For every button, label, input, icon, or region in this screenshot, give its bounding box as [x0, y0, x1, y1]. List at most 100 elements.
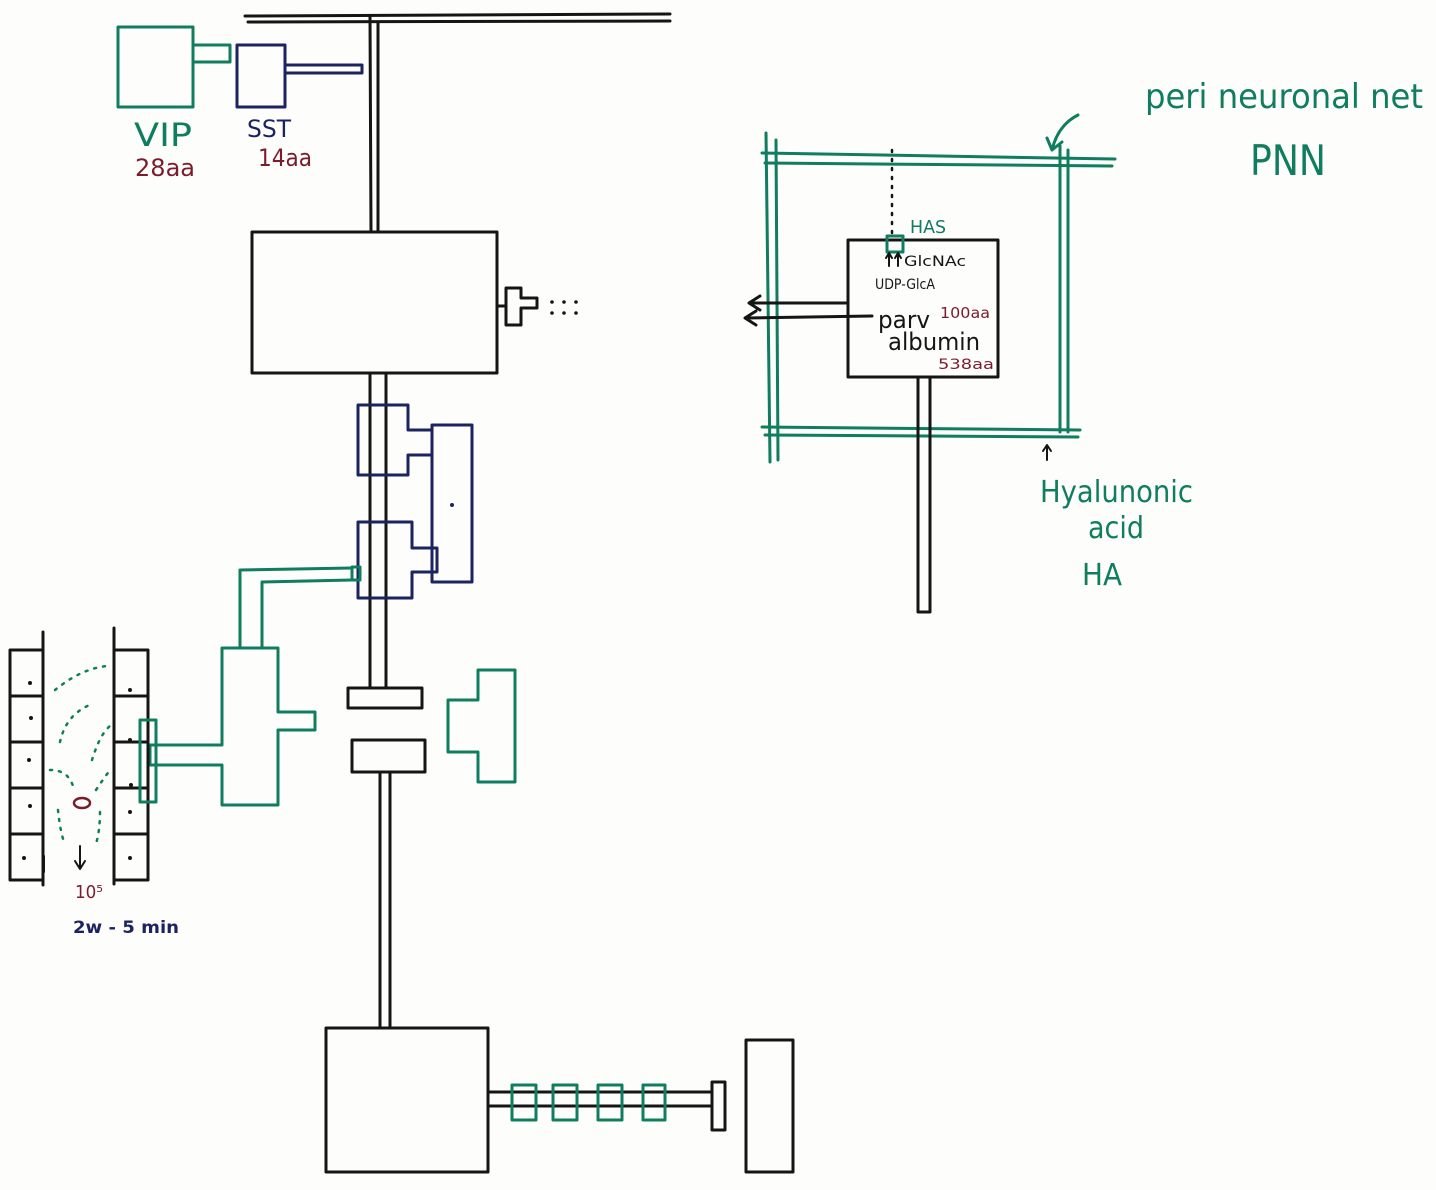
has-enzyme-square	[885, 234, 905, 254]
soma-side-connector	[495, 286, 539, 327]
nucleus-dot	[129, 783, 133, 787]
contact-point	[350, 565, 362, 582]
vessel-cell-wall	[8, 626, 158, 887]
sst-label: SST	[247, 115, 291, 143]
release-time: 2w - 5 min	[73, 918, 179, 938]
albumin-length: 538aa	[938, 357, 994, 373]
pnn-abbr: PNN	[1250, 136, 1326, 185]
arc	[58, 702, 94, 744]
cell	[112, 740, 150, 790]
pnn-pointer-arrow-icon	[1045, 113, 1080, 152]
arc	[48, 768, 76, 792]
cell	[8, 786, 45, 836]
dot	[562, 311, 566, 315]
top-vertical-axon	[368, 15, 380, 234]
nucleus-dot	[128, 856, 132, 860]
arc	[94, 768, 112, 792]
output-arrows-icon	[743, 294, 874, 327]
glcnac-label: GlcNAc	[904, 254, 966, 270]
pv-axon	[916, 375, 932, 614]
arc	[53, 664, 110, 692]
release-arrows	[43, 845, 115, 873]
ha-line1: Hyalunonic	[1040, 475, 1193, 510]
pv-soma-box	[846, 238, 1000, 379]
myelin-segment	[641, 1083, 667, 1122]
glial-cross-shape	[148, 646, 317, 807]
ellipsis-dots	[550, 300, 578, 315]
ha-abbr: HA	[1082, 558, 1122, 593]
glial-connector-line	[238, 566, 354, 650]
top-membrane	[243, 12, 672, 234]
vip-box	[116, 25, 195, 109]
synapse	[346, 686, 427, 1030]
vip-label: VIP	[134, 116, 192, 154]
cell	[8, 694, 45, 744]
axon-terminals-navy	[356, 403, 474, 600]
main-axon	[368, 371, 388, 690]
postsynaptic-density	[350, 738, 427, 774]
axon-terminal-cap	[710, 1080, 727, 1132]
nucleus-dot	[29, 716, 33, 720]
albumin-label: albumin	[888, 328, 980, 356]
release-count: 10⁵	[75, 882, 103, 903]
nucleus-dot	[28, 804, 32, 808]
ha-pointer-arrow-icon	[1042, 444, 1052, 461]
arc	[94, 810, 102, 846]
pnn-left-edge	[764, 131, 780, 464]
myelin-segment	[596, 1083, 624, 1122]
nucleus-dot	[128, 738, 132, 742]
parvalbumin-neuron: HAS GlcNAc UDP-GlcA parv 100aa albumin 5…	[743, 148, 1000, 614]
sst-length: 14aa	[258, 144, 312, 172]
block-dot	[450, 503, 454, 507]
dot	[550, 300, 554, 304]
parv-label: parv	[878, 306, 930, 334]
main-soma	[250, 230, 578, 690]
pnn-bottom-edge	[760, 425, 1082, 439]
myelin-segment	[510, 1083, 538, 1122]
vip-length: 28aa	[135, 154, 195, 182]
presynaptic-terminal	[346, 686, 424, 710]
vip-cell: VIP 28aa	[116, 25, 232, 182]
nucleus-dot	[22, 856, 26, 860]
soma-box	[250, 230, 499, 375]
pnn-top-edge	[760, 151, 1117, 168]
udp-glca-label: UDP-GlcA	[875, 277, 935, 293]
sst-cell: SST 14aa	[235, 43, 364, 172]
glial-endfoot	[138, 718, 158, 804]
arc	[56, 808, 66, 844]
astrocyte-process	[446, 668, 517, 784]
dot	[574, 311, 578, 315]
up-arrows-icon	[885, 252, 902, 267]
perineuronal-net	[760, 113, 1117, 464]
sst-box	[235, 43, 287, 109]
parv-length: 100aa	[940, 304, 990, 322]
nucleus-dot	[128, 810, 132, 814]
arc	[90, 724, 112, 762]
has-label: HAS	[910, 217, 946, 238]
top-membrane-line	[243, 12, 672, 24]
right-cell-column	[112, 626, 150, 886]
cell	[8, 832, 45, 882]
lower-terminal	[356, 520, 439, 600]
pnn-right-edge	[1058, 144, 1070, 434]
released-molecule	[72, 796, 92, 810]
bottom-neuron	[324, 1026, 795, 1174]
target-cell	[744, 1038, 795, 1174]
nucleus-dot	[27, 758, 31, 762]
tall-terminal-block	[430, 423, 474, 584]
cell	[8, 648, 45, 698]
pnn-labels: peri neuronal net PNN Hyalunonic acid HA	[1040, 77, 1423, 593]
down-arrow-icon	[74, 845, 86, 870]
sst-connector	[283, 63, 364, 75]
dendrite	[378, 770, 392, 1030]
ha-line2: acid	[1088, 511, 1144, 546]
pnn-title: peri neuronal net	[1145, 77, 1423, 117]
diffusion-arcs	[48, 664, 112, 846]
vip-connector	[191, 43, 232, 64]
bottom-soma-box	[324, 1026, 490, 1174]
dot	[574, 300, 578, 304]
nucleus-dot	[128, 688, 132, 692]
dot	[550, 311, 554, 315]
glial-process	[148, 565, 362, 807]
